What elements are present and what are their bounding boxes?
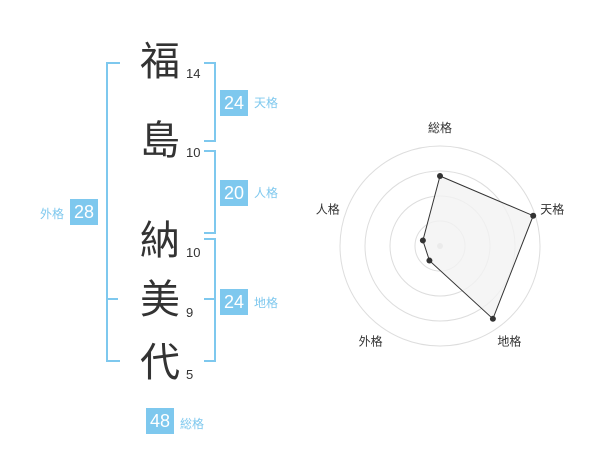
chikaku-inner-tick bbox=[204, 298, 214, 300]
radar-axis-label-総格: 総格 bbox=[428, 120, 452, 135]
soukaku-label: 総格 bbox=[180, 417, 205, 431]
radar-axis-label-天格: 天格 bbox=[540, 202, 564, 217]
jinkaku-label: 人格 bbox=[254, 186, 279, 200]
radar-axis-label-地格: 地格 bbox=[497, 333, 521, 348]
tenkaku-label: 天格 bbox=[254, 96, 279, 110]
radar-area bbox=[422, 175, 534, 320]
jinkaku-value: 20 bbox=[220, 180, 248, 206]
chikaku-label: 地格 bbox=[254, 296, 279, 310]
stroke-count-5: 5 bbox=[186, 367, 194, 382]
gaikaku-inner-tick bbox=[106, 298, 118, 300]
radar-axis-label-外格: 外格 bbox=[359, 333, 383, 348]
radar-point-天格 bbox=[530, 212, 537, 219]
stroke-count-2: 10 bbox=[186, 145, 201, 160]
stroke-count-4: 9 bbox=[186, 305, 194, 320]
radar-point-外格 bbox=[426, 257, 433, 264]
chikaku-bracket bbox=[204, 238, 216, 362]
name-char-3: 納 bbox=[140, 218, 180, 264]
name-char-5: 代 bbox=[140, 340, 180, 386]
stroke-count-1: 14 bbox=[186, 66, 201, 81]
gaikaku-label: 外格 bbox=[40, 207, 65, 221]
radar-point-人格 bbox=[419, 237, 426, 244]
jinkaku-bracket bbox=[204, 150, 216, 234]
name-char-4: 美 bbox=[140, 277, 180, 323]
name-char-2: 島 bbox=[140, 118, 180, 164]
stroke-count-3: 10 bbox=[186, 245, 201, 260]
radar-point-地格 bbox=[489, 315, 496, 322]
gaikaku-value: 28 bbox=[70, 199, 98, 225]
tenkaku-bracket bbox=[204, 62, 216, 142]
radar-ring-4 bbox=[339, 145, 541, 347]
name-char-1: 福 bbox=[140, 39, 180, 85]
radar-axis-label-人格: 人格 bbox=[316, 202, 340, 217]
radar-point-総格 bbox=[437, 173, 443, 179]
chikaku-value: 24 bbox=[220, 289, 248, 315]
soukaku-value: 48 bbox=[146, 408, 174, 434]
gaikaku-bracket bbox=[106, 62, 120, 362]
tenkaku-value: 24 bbox=[220, 90, 248, 116]
